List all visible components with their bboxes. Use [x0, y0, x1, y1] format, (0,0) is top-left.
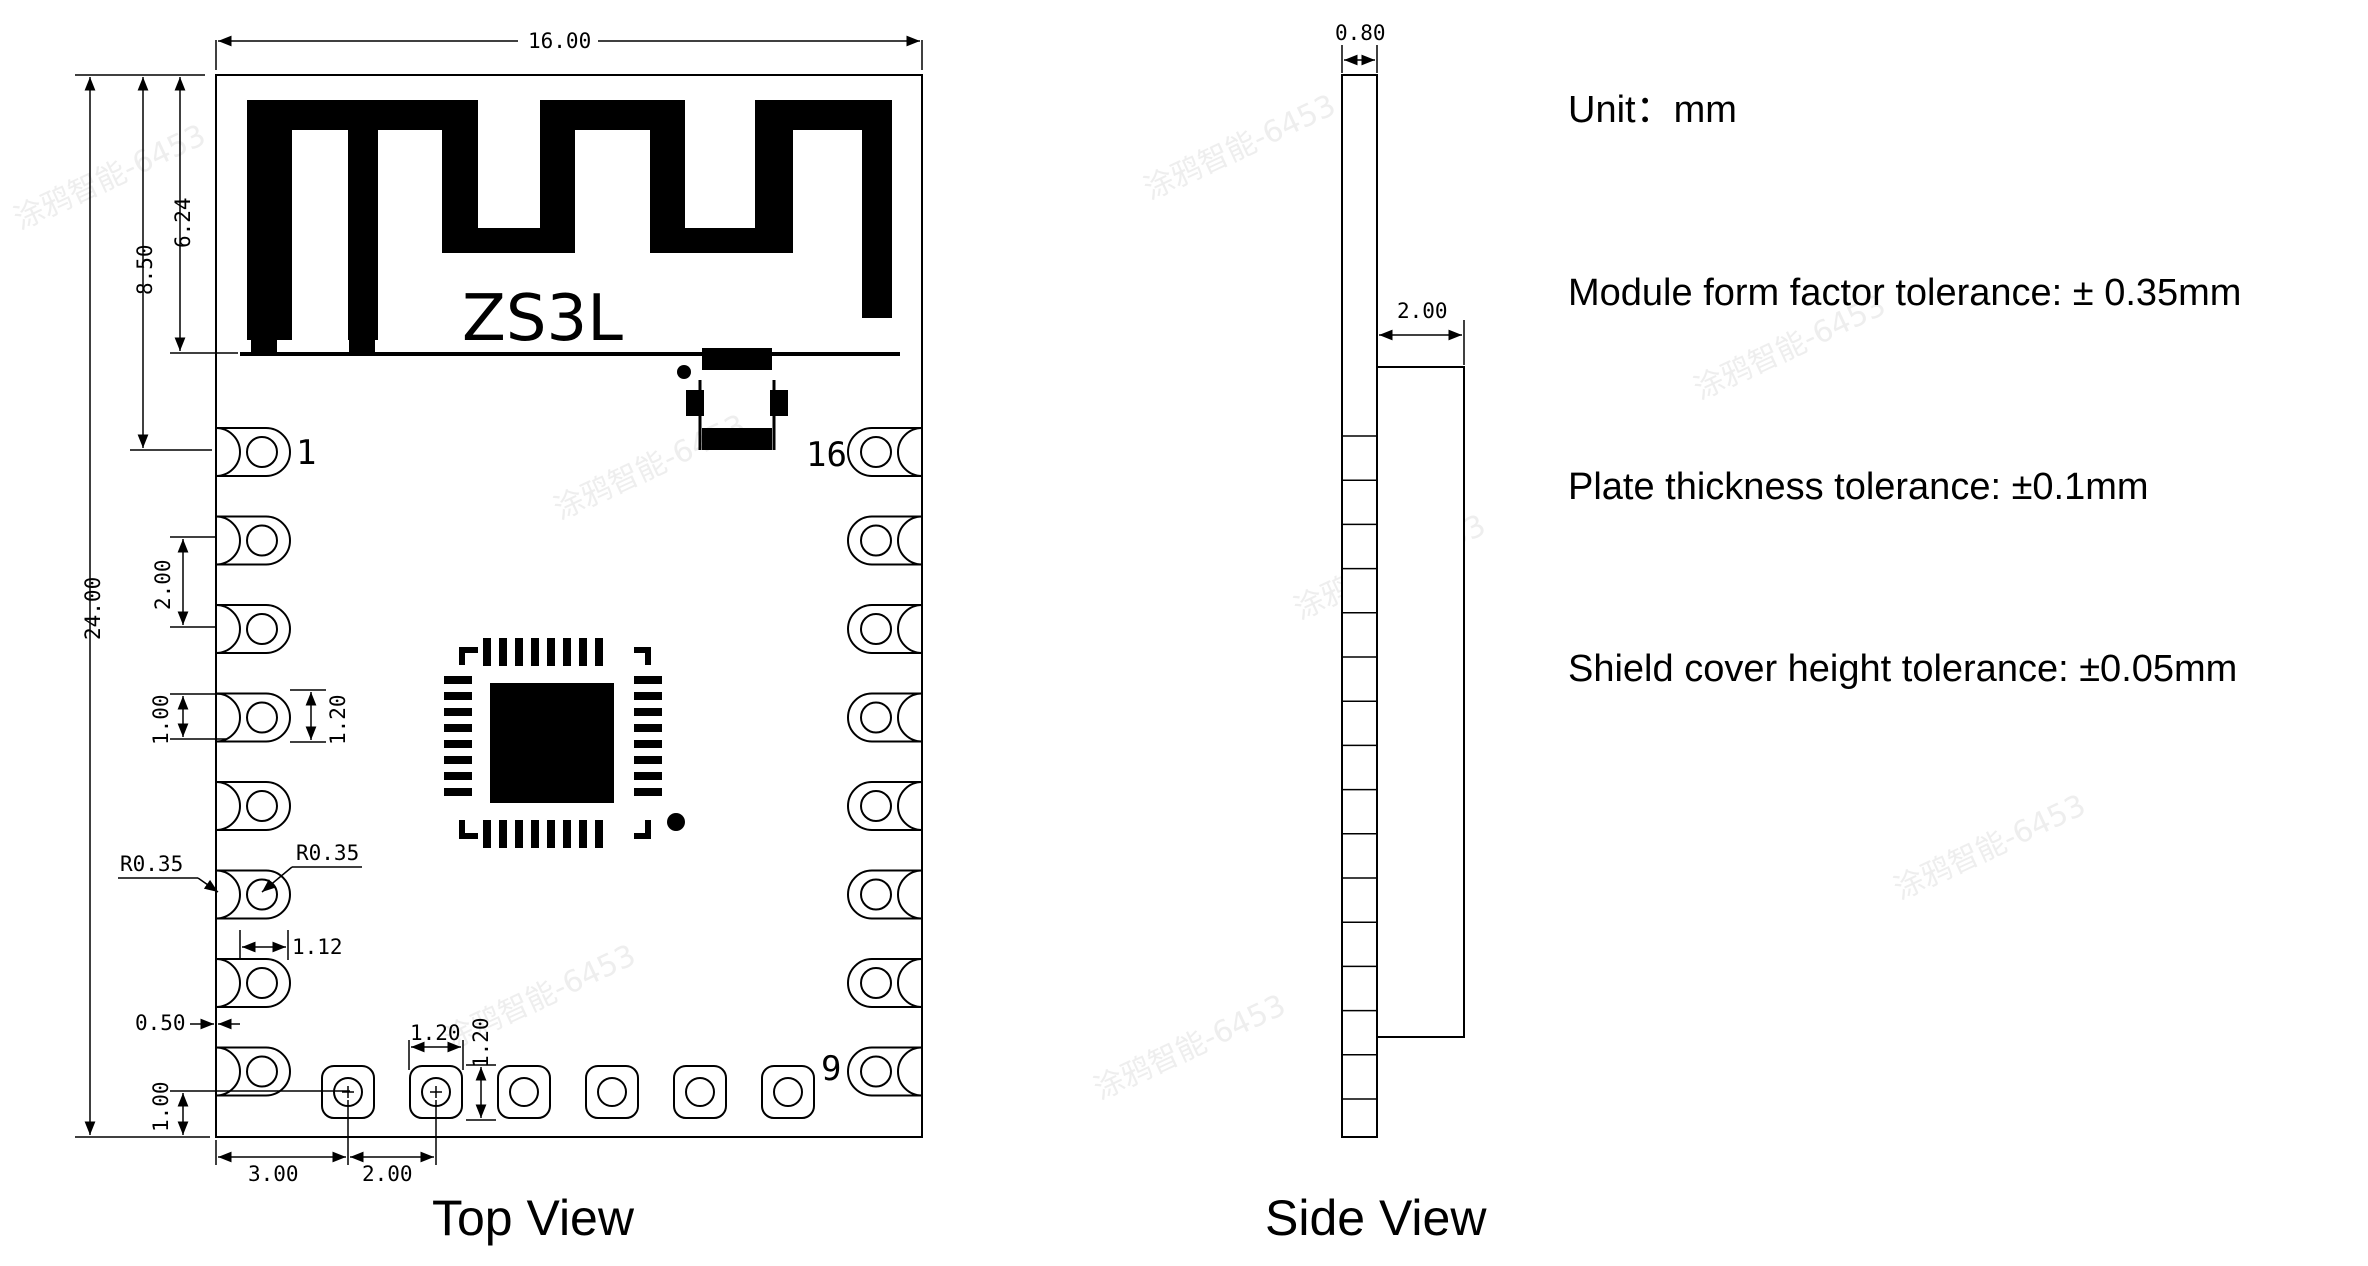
qfn-pin — [499, 820, 507, 848]
qfn-pin — [531, 638, 539, 666]
side-view: 0.80 2.00 Side View — [1265, 21, 1487, 1246]
left-pad — [215, 781, 291, 831]
right-pad — [847, 604, 923, 654]
bottom-pad — [497, 1065, 551, 1119]
dim-edge-gap: 0.50 — [135, 1011, 186, 1035]
qfn-pin — [444, 772, 472, 780]
bottom-pad — [673, 1065, 727, 1119]
dim-radius-right: R0.35 — [296, 841, 359, 865]
right-pad — [847, 515, 923, 566]
dim-bottom-edge: 1.00 — [149, 1081, 173, 1132]
note-shield-height-tolerance: Shield cover height tolerance: ±0.05mm — [1568, 648, 2238, 690]
qfn-pin — [547, 638, 555, 666]
note-plate-thickness-tolerance: Plate thickness tolerance: ±0.1mm — [1568, 466, 2149, 508]
qfn-pin — [634, 788, 662, 796]
model-label: ZS3L — [462, 282, 623, 356]
qfn-pin — [515, 638, 523, 666]
bottom-pad — [409, 1065, 463, 1119]
qfn-pin — [444, 724, 472, 732]
dim-bottom-pad-height: 1.20 — [469, 1017, 493, 1068]
right-pad — [847, 869, 923, 920]
bottom-pad — [761, 1065, 815, 1119]
top-view-label: Top View — [432, 1190, 635, 1246]
left-pad — [215, 427, 291, 477]
qfn-pin — [515, 820, 523, 848]
qfn-pin — [444, 676, 472, 684]
qfn-pin — [531, 820, 539, 848]
dim-radius-left: R0.35 — [120, 852, 183, 876]
dim-side-thickness: 0.80 — [1335, 21, 1386, 45]
qfn-pin — [634, 740, 662, 748]
top-view: ZS3L 1 16 9 16.00 — [75, 29, 923, 1246]
dim-antenna-trace: 6.24 — [171, 197, 195, 248]
pin-1-label: 1 — [296, 433, 316, 473]
left-pad — [215, 692, 291, 743]
qfn-pin — [444, 788, 472, 796]
bottom-pad — [585, 1065, 639, 1119]
qfn-pin — [634, 772, 662, 780]
dim-width: 16.00 — [528, 29, 591, 53]
crystal-component — [677, 348, 788, 450]
dim-height: 24.00 — [81, 577, 105, 640]
antenna-ground — [349, 333, 375, 353]
qfn-pin — [444, 756, 472, 764]
right-pad — [847, 781, 923, 831]
dim-shield-height: 2.00 — [1397, 299, 1448, 323]
antenna-feed — [251, 333, 277, 353]
side-shield — [1376, 366, 1465, 1038]
left-pad — [215, 604, 291, 654]
qfn-chip — [444, 638, 685, 848]
note-unit: Unit：mm — [1568, 89, 1737, 131]
side-view-label: Side View — [1265, 1190, 1487, 1246]
note-form-factor-tolerance: Module form factor tolerance: ± 0.35mm — [1568, 272, 2242, 314]
qfn-pin — [579, 820, 587, 848]
qfn-pin — [595, 820, 603, 848]
dim-pad-length: 1.12 — [292, 935, 343, 959]
left-pad — [215, 958, 291, 1008]
right-pad — [847, 958, 923, 1008]
qfn-pin — [563, 820, 571, 848]
qfn-pin — [634, 708, 662, 716]
qfn-pin — [444, 740, 472, 748]
qfn-pin — [444, 692, 472, 700]
right-pad — [847, 692, 923, 743]
pads-right — [847, 427, 923, 1097]
dim-bottom-pitch: 2.00 — [362, 1162, 413, 1186]
watermark: 涂鸦智能-6453 — [1889, 788, 2092, 907]
pads-left — [215, 427, 291, 1097]
qfn-pin — [483, 638, 491, 666]
antenna-trace — [247, 100, 892, 340]
dim-bottom-pad-width: 1.20 — [410, 1021, 461, 1045]
dim-pad-outer: 1.20 — [326, 694, 350, 745]
qfn-pin — [547, 820, 555, 848]
qfn-pin — [595, 638, 603, 666]
watermark: 涂鸦智能-6453 — [549, 408, 752, 527]
qfn-pin — [483, 820, 491, 848]
dim-bottom-offset: 3.00 — [248, 1162, 299, 1186]
qfn-pin — [634, 756, 662, 764]
qfn-pin — [444, 708, 472, 716]
side-pcb — [1341, 74, 1378, 1138]
qfn-pin — [634, 724, 662, 732]
pads-bottom — [321, 1065, 815, 1119]
qfn-pin — [563, 638, 571, 666]
right-pad — [847, 1046, 923, 1097]
watermark: 涂鸦智能-6453 — [1089, 988, 1292, 1107]
qfn-pin — [579, 638, 587, 666]
dim-pad-width: 1.00 — [149, 694, 173, 745]
dim-antenna-height: 8.50 — [133, 244, 157, 295]
dim-pin-pitch: 2.00 — [151, 559, 175, 610]
pin-9-label: 9 — [821, 1049, 841, 1089]
left-pad — [215, 1046, 291, 1097]
left-pad — [215, 515, 291, 566]
qfn-pin — [634, 676, 662, 684]
qfn-pin — [634, 692, 662, 700]
right-pad — [847, 427, 923, 477]
watermark: 涂鸦智能-6453 — [1139, 88, 1342, 207]
pin-16-label: 16 — [806, 435, 847, 475]
qfn-pin — [499, 638, 507, 666]
